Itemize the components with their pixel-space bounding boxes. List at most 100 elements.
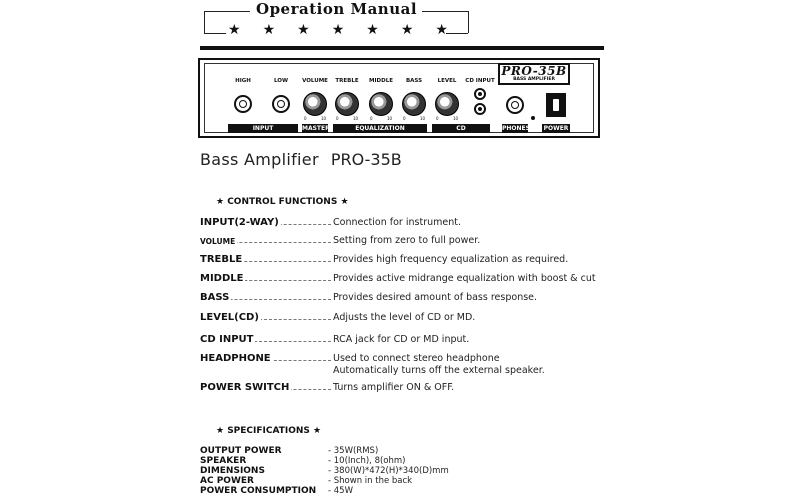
label-equalization: EQUALIZATION bbox=[333, 124, 427, 133]
function-desc-line2: Automatically turns off the external spe… bbox=[333, 365, 545, 376]
star-icon: ★ bbox=[262, 22, 276, 38]
treble-knob bbox=[335, 92, 359, 116]
spec-name: POWER CONSUMPTION bbox=[200, 486, 317, 496]
function-row: INPUT(2-WAY) Connection for instrument. bbox=[200, 217, 600, 231]
spec-value: - 380(W)*472(H)*340(D)mm bbox=[328, 466, 449, 476]
header-stars: ★ ★ ★ ★ ★ ★ ★ bbox=[228, 22, 448, 38]
function-row: CD INPUT RCA jack for CD or MD input. bbox=[200, 334, 600, 348]
function-row: POWER SWITCH Turns amplifier ON & OFF. bbox=[200, 382, 600, 396]
function-name: TREBLE bbox=[200, 254, 245, 265]
function-name: LEVEL(CD) bbox=[200, 312, 261, 323]
manual-title: Operation Manual bbox=[256, 0, 418, 18]
middle-knob bbox=[369, 92, 393, 116]
leader-dots bbox=[200, 261, 331, 262]
knob-tick-min: 0 bbox=[336, 116, 339, 121]
header-rule-right-bottom bbox=[446, 33, 468, 34]
pro-35b-logo: PRO-35B BASS AMPLIFIER bbox=[498, 63, 570, 85]
label-low: LOW bbox=[273, 78, 289, 84]
specifications-heading: ★ SPECIFICATIONS ★ bbox=[216, 426, 322, 436]
function-name: VOLUME bbox=[200, 237, 238, 246]
knob-tick-max: 10 bbox=[387, 116, 393, 121]
function-row: HEADPHONE Used to connect stereo headpho… bbox=[200, 353, 600, 379]
knob-tick-max: 10 bbox=[353, 116, 359, 121]
function-name: INPUT(2-WAY) bbox=[200, 217, 281, 228]
label-cd: CD bbox=[432, 124, 490, 133]
function-name: HEADPHONE bbox=[200, 353, 273, 364]
product-name: Bass Amplifier bbox=[200, 150, 319, 169]
front-panel-illustration bbox=[198, 58, 600, 138]
logo-subtitle: BASS AMPLIFIER bbox=[513, 77, 555, 82]
volume-knob bbox=[303, 92, 327, 116]
leader-dots bbox=[200, 299, 331, 300]
label-input: INPUT bbox=[228, 124, 298, 133]
input-low-jack bbox=[272, 95, 290, 113]
bass-knob bbox=[402, 92, 426, 116]
spec-name: SPEAKER bbox=[200, 456, 247, 466]
label-treble: TREBLE bbox=[335, 78, 359, 84]
function-desc: Provides high frequency equalization as … bbox=[333, 254, 569, 265]
spec-value: - Shown in the back bbox=[328, 476, 413, 486]
function-desc: Setting from zero to full power. bbox=[333, 235, 481, 246]
knob-tick-max: 10 bbox=[420, 116, 426, 121]
star-icon: ★ bbox=[297, 22, 310, 38]
logo-model: PRO-35B bbox=[501, 64, 567, 78]
spec-value: - 35W(RMS) bbox=[328, 446, 379, 456]
spec-name: DIMENSIONS bbox=[200, 466, 265, 476]
label-master: MASTER bbox=[302, 124, 330, 133]
cd-input-rca-bottom bbox=[474, 103, 486, 115]
header-rule-right-vert bbox=[468, 11, 469, 33]
label-cd-input: CD INPUT bbox=[465, 78, 495, 84]
cd-input-rca-top bbox=[474, 88, 486, 100]
function-row: VOLUME Setting from zero to full power. bbox=[200, 235, 600, 249]
knob-tick-min: 0 bbox=[370, 116, 373, 121]
function-desc: Used to connect stereo headphone bbox=[333, 353, 500, 364]
spec-value: - 45W bbox=[328, 486, 353, 496]
function-name: CD INPUT bbox=[200, 334, 256, 345]
function-name: MIDDLE bbox=[200, 273, 246, 284]
knob-tick-min: 0 bbox=[436, 116, 439, 121]
label-bass: BASS bbox=[405, 78, 423, 84]
function-desc: RCA jack for CD or MD input. bbox=[333, 334, 470, 345]
header-rule-left-top bbox=[204, 11, 250, 12]
product-title: Bass Amplifier PRO-35B bbox=[200, 150, 402, 169]
function-name: POWER SWITCH bbox=[200, 382, 292, 393]
power-led bbox=[531, 116, 535, 120]
spec-name: AC POWER bbox=[200, 476, 254, 486]
function-desc: Provides desired amount of bass response… bbox=[333, 292, 538, 303]
star-icon: ★ bbox=[331, 22, 345, 38]
label-level: LEVEL bbox=[437, 78, 457, 84]
knob-tick-min: 0 bbox=[304, 116, 307, 121]
knob-tick-min: 0 bbox=[403, 116, 406, 121]
function-row: BASS Provides desired amount of bass res… bbox=[200, 292, 600, 306]
function-row: TREBLE Provides high frequency equalizat… bbox=[200, 254, 600, 268]
leader-dots bbox=[200, 280, 331, 281]
label-phones: PHONES bbox=[502, 124, 530, 133]
star-icon: ★ bbox=[228, 22, 241, 38]
header-rule-right-top bbox=[422, 11, 468, 12]
header-rule-left-bottom bbox=[204, 33, 226, 34]
leader-dots bbox=[200, 242, 331, 243]
phones-jack bbox=[506, 96, 524, 114]
star-icon: ★ bbox=[366, 22, 379, 38]
input-high-jack bbox=[234, 95, 252, 113]
header-rule-left-vert bbox=[204, 11, 205, 33]
label-volume: VOLUME bbox=[302, 78, 328, 84]
leader-dots bbox=[200, 319, 331, 320]
function-desc: Provides active midrange equalization wi… bbox=[333, 273, 596, 284]
product-model: PRO-35B bbox=[330, 150, 402, 169]
function-desc: Adjusts the level of CD or MD. bbox=[333, 312, 476, 323]
function-name: BASS bbox=[200, 292, 232, 303]
star-icon: ★ bbox=[435, 22, 448, 38]
label-middle: MIDDLE bbox=[369, 78, 393, 84]
function-desc: Connection for instrument. bbox=[333, 217, 461, 228]
label-power: POWER bbox=[542, 124, 570, 133]
knob-tick-max: 10 bbox=[321, 116, 327, 121]
knob-tick-max: 10 bbox=[453, 116, 459, 121]
function-row: LEVEL(CD) Adjusts the level of CD or MD. bbox=[200, 312, 600, 326]
control-functions-heading: ★ CONTROL FUNCTIONS ★ bbox=[216, 197, 349, 207]
level-knob bbox=[435, 92, 459, 116]
leader-dots bbox=[200, 341, 331, 342]
function-desc: Turns amplifier ON & OFF. bbox=[333, 382, 455, 393]
function-row: MIDDLE Provides active midrange equaliza… bbox=[200, 273, 600, 287]
spec-name: OUTPUT POWER bbox=[200, 446, 282, 456]
